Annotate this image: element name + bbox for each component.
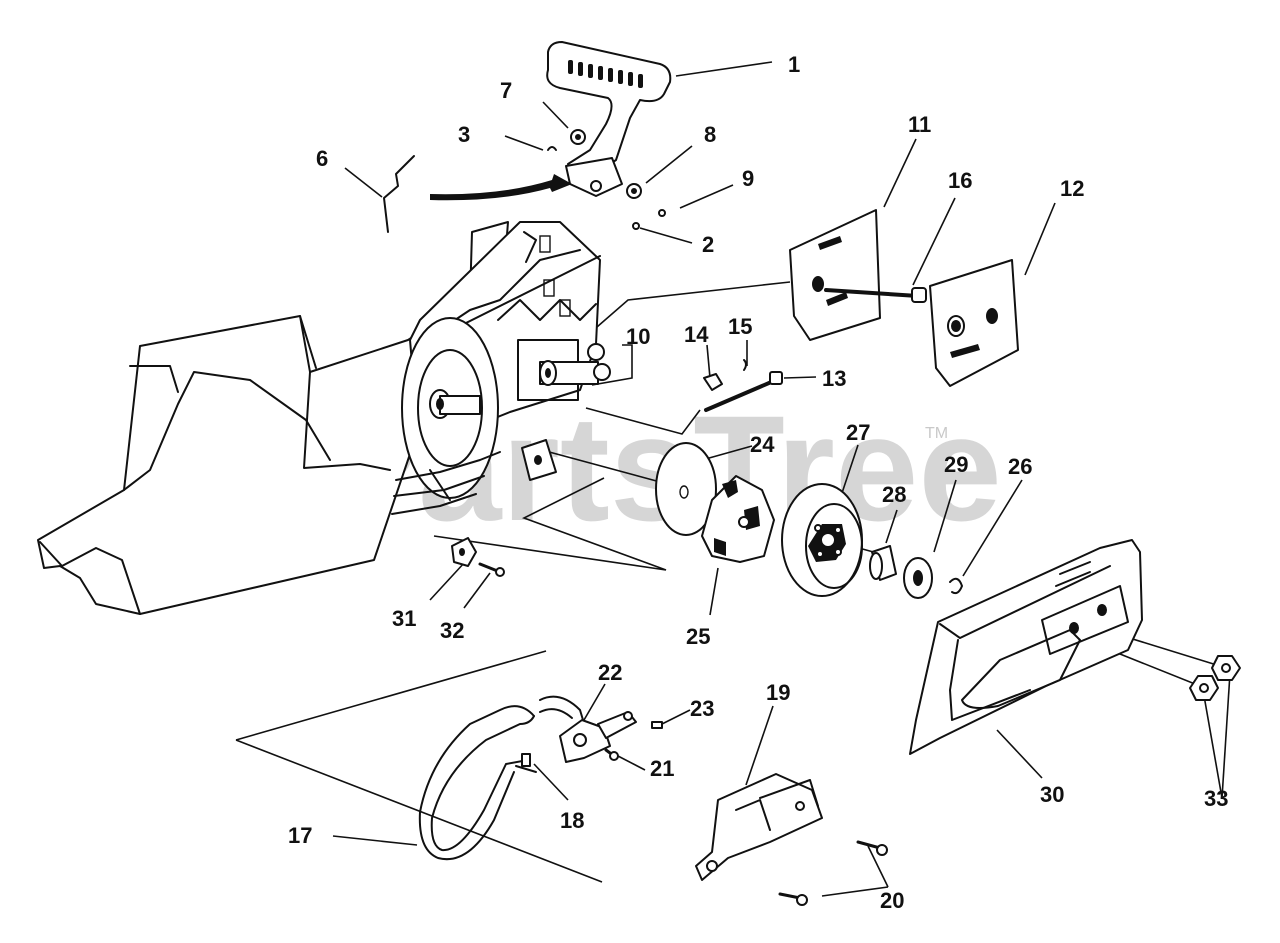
catcher-screw bbox=[478, 562, 505, 577]
stud-16 bbox=[824, 287, 927, 303]
label-11: 11 bbox=[908, 112, 931, 137]
label-6: 6 bbox=[316, 146, 328, 171]
label-1: 1 bbox=[788, 52, 800, 77]
pin-2 bbox=[632, 222, 640, 230]
hand-guard-slots bbox=[568, 60, 643, 88]
washer-24 bbox=[655, 442, 717, 536]
label-23: 23 bbox=[690, 696, 714, 721]
adjuster-nut bbox=[703, 373, 723, 391]
bar-nuts bbox=[1189, 655, 1241, 701]
clutch-shoes bbox=[701, 475, 775, 563]
label-15: 15 bbox=[728, 314, 752, 339]
leader-lines bbox=[235, 61, 1231, 897]
clutch-cover bbox=[909, 539, 1143, 755]
screw-9 bbox=[658, 209, 666, 217]
needle-bearing bbox=[869, 545, 897, 581]
hand-guard bbox=[546, 41, 672, 197]
label-9: 9 bbox=[742, 166, 754, 191]
label-28: 28 bbox=[882, 482, 906, 507]
label-25: 25 bbox=[686, 624, 710, 649]
pump-drive bbox=[695, 773, 823, 881]
label-22: 22 bbox=[598, 660, 622, 685]
label-27: 27 bbox=[846, 420, 870, 445]
pump-screws bbox=[778, 840, 888, 906]
pump-screw bbox=[604, 748, 619, 761]
label-20: 20 bbox=[880, 888, 904, 913]
clutch-washer bbox=[903, 557, 933, 599]
label-21: 21 bbox=[650, 756, 674, 781]
chain-catcher bbox=[451, 537, 477, 567]
label-30: 30 bbox=[1040, 782, 1064, 807]
label-33: 33 bbox=[1204, 786, 1228, 811]
label-29: 29 bbox=[944, 452, 968, 477]
label-17: 17 bbox=[288, 823, 312, 848]
oil-line bbox=[418, 695, 587, 861]
label-14: 14 bbox=[684, 322, 709, 347]
part-labels: 1 7 3 6 8 9 2 11 16 12 10 14 15 13 24 27… bbox=[288, 52, 1228, 913]
washer-24-hole bbox=[679, 485, 689, 499]
bar-adjust-screw bbox=[704, 371, 783, 412]
nut-7-hole bbox=[575, 134, 581, 140]
watermark-tm: TM bbox=[925, 425, 948, 442]
clip-3 bbox=[547, 146, 557, 151]
label-3: 3 bbox=[458, 122, 470, 147]
label-8: 8 bbox=[704, 122, 716, 147]
link-spring bbox=[383, 155, 415, 233]
oil-pump bbox=[559, 711, 637, 763]
label-7: 7 bbox=[500, 78, 512, 103]
clutch-drum bbox=[781, 483, 863, 597]
bar-plate-outer bbox=[929, 259, 1019, 387]
label-12: 12 bbox=[1060, 176, 1084, 201]
bar-plate-inner bbox=[789, 209, 881, 341]
label-16: 16 bbox=[948, 168, 972, 193]
label-26: 26 bbox=[1008, 454, 1032, 479]
label-2: 2 bbox=[702, 232, 714, 257]
washer-8-hole bbox=[631, 188, 637, 194]
e-clip bbox=[949, 577, 963, 595]
oil-fitting bbox=[515, 753, 537, 773]
label-18: 18 bbox=[560, 808, 584, 833]
engine-housing bbox=[37, 221, 611, 615]
label-32: 32 bbox=[440, 618, 464, 643]
label-19: 19 bbox=[766, 680, 790, 705]
label-13: 13 bbox=[822, 366, 846, 391]
label-24: 24 bbox=[750, 432, 775, 457]
adjuster-pin bbox=[743, 359, 747, 371]
label-10: 10 bbox=[626, 324, 650, 349]
label-31: 31 bbox=[392, 606, 416, 631]
pump-pin bbox=[651, 721, 663, 729]
assembly-arrow bbox=[430, 174, 572, 201]
